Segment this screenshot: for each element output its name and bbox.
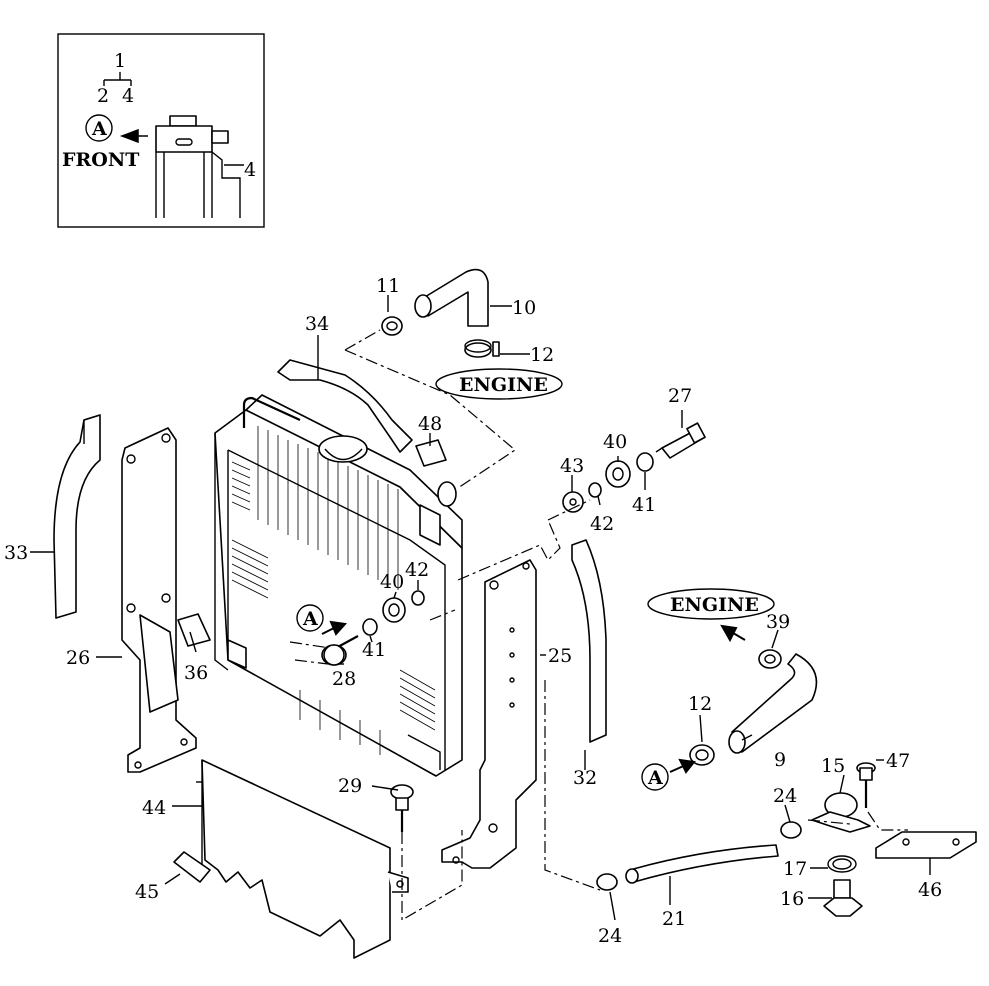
washer-42-lower: [411, 590, 425, 606]
ref-a-radiator-circle: [296, 604, 324, 632]
upper-hose-10: [419, 268, 489, 327]
callout-29: 29: [338, 775, 362, 797]
clamp-11: [381, 316, 403, 336]
right-side-support: [441, 559, 537, 869]
callout-16: 16: [780, 888, 804, 910]
callout-47: 47: [886, 750, 910, 772]
front-view-inset: 1 2 4 A FRONT 4: [57, 33, 265, 228]
engine-label-top: ENGINE: [459, 374, 548, 396]
radiator-cap: [318, 435, 368, 463]
right-pad: [571, 539, 607, 743]
bushing-41-upper: [636, 452, 654, 472]
callout-41-lower: 41: [362, 639, 386, 661]
inset-tree-left: 2: [97, 85, 109, 107]
callout-32: 32: [573, 767, 597, 789]
callout-24-upper: 24: [773, 785, 797, 807]
bolt-28: [323, 635, 359, 666]
inset-front-label: FRONT: [62, 149, 139, 171]
callout-10: 10: [512, 297, 536, 319]
top-bar-34: [277, 359, 413, 453]
bolt-29: [390, 784, 414, 832]
ref-a-hose-arrow-icon: [669, 758, 696, 774]
callout-12-lower: 12: [688, 693, 712, 715]
callout-24-lower: 24: [598, 925, 622, 947]
callout-45: 45: [135, 881, 159, 903]
engine-oval-right: [647, 588, 775, 620]
engine-oval-top: [435, 368, 563, 400]
callout-33: 33: [4, 542, 28, 564]
callout-26: 26: [66, 647, 90, 669]
radiator-fins: [231, 426, 436, 755]
clamp-12-lower: [689, 744, 715, 766]
drain-valve-15: [811, 792, 871, 833]
connection-lines: [344, 329, 908, 922]
ref-a-hose-circle: [641, 763, 669, 791]
callout-12-upper: 12: [530, 344, 554, 366]
mat-48: [415, 439, 447, 467]
left-pad: [53, 414, 101, 619]
drain-plug-16: [823, 879, 863, 917]
flange-12: [464, 342, 492, 358]
callout-28: 28: [332, 668, 356, 690]
hose-21: [629, 844, 779, 883]
callout-11: 11: [376, 275, 400, 297]
callout-40-lower: 40: [380, 571, 404, 593]
clamp-24-lower: [596, 873, 618, 891]
pad-36: [177, 613, 211, 647]
inset-arrow-icon: [119, 128, 148, 144]
clamp-39: [758, 649, 782, 669]
callout-44: 44: [142, 797, 166, 819]
bottom-plate: [196, 759, 409, 959]
engine-label-right: ENGINE: [670, 594, 759, 616]
bolt-47: [856, 762, 876, 808]
callout-36: 36: [184, 662, 208, 684]
callout-48: 48: [418, 413, 442, 435]
callout-25: 25: [548, 645, 572, 667]
callout-40-upper: 40: [603, 431, 627, 453]
callout-21: 21: [662, 908, 686, 930]
callout-42-lower: 42: [405, 559, 429, 581]
inset-tree-top: 1: [114, 50, 126, 72]
callout-46: 46: [918, 879, 942, 901]
inset-frame: [57, 33, 265, 228]
lower-hose-9: [731, 653, 818, 753]
bracket-46: [875, 831, 977, 859]
callout-15: 15: [821, 755, 845, 777]
ref-a-radiator-arrow-icon: [321, 620, 347, 636]
oring-17: [827, 855, 857, 873]
callout-39: 39: [766, 611, 790, 633]
grommet-40-lower: [382, 597, 406, 623]
radiator-core: [214, 394, 463, 777]
callout-42-upper: 42: [590, 513, 614, 535]
ref-a-radiator-label: A: [302, 608, 318, 630]
inset-tree-right: 4: [122, 85, 134, 107]
callout-34: 34: [305, 313, 329, 335]
ref-a-hose-label: A: [647, 767, 663, 789]
callout-27: 27: [668, 385, 692, 407]
washer-42-upper: [588, 482, 602, 498]
clamp-24-upper: [780, 821, 802, 839]
inset-circle-label: A: [91, 118, 107, 140]
bushing-41-lower: [362, 618, 378, 636]
callout-numbers: 10 11 12 34 48 33 26 36 25 32 43 42 40 4…: [4, 275, 942, 947]
washer-43: [562, 491, 584, 513]
callout-9: 9: [774, 749, 786, 771]
callout-17: 17: [783, 858, 807, 880]
inset-circle-ref: [85, 114, 113, 142]
callout-41-upper: 41: [632, 494, 656, 516]
leader-lines: [30, 295, 931, 921]
engine-arrow-icon: [720, 624, 746, 643]
strip-45: [173, 851, 211, 883]
callout-43: 43: [560, 455, 584, 477]
grommet-40-upper: [605, 460, 631, 488]
drain-fitting-27: [655, 422, 706, 459]
inset-side-ref: 4: [244, 159, 256, 181]
left-side-support: [121, 427, 197, 773]
